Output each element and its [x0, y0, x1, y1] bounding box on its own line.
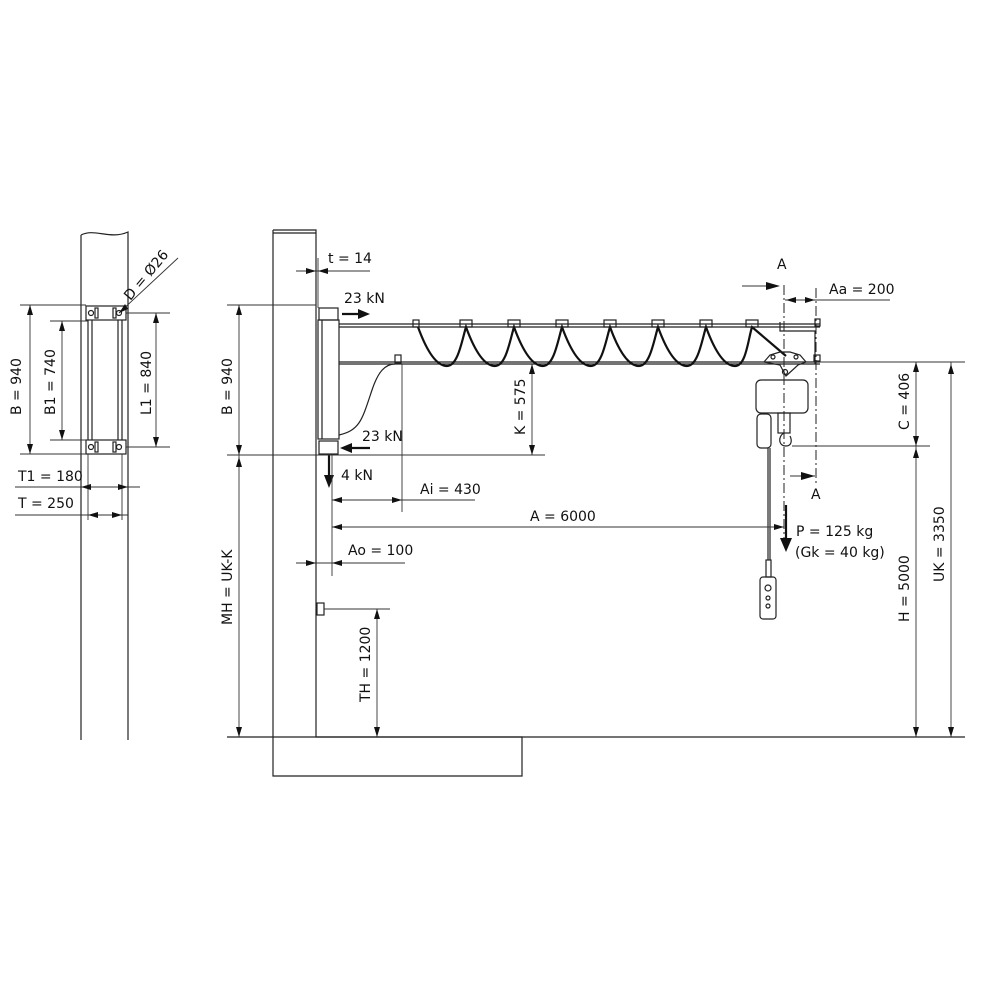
label-p: P = 125 kg: [796, 524, 874, 540]
label-section-bottom: A: [811, 487, 821, 503]
label-a: A = 6000: [530, 509, 596, 525]
label-force-bottom: 23 kN: [362, 429, 403, 445]
main-view: [227, 229, 965, 777]
label-t: T = 250: [18, 496, 74, 512]
label-c: C = 406: [897, 372, 913, 430]
label-force-top: 23 kN: [344, 291, 385, 307]
label-section-top: A: [777, 257, 787, 273]
label-mh: MH = UK-K: [220, 549, 236, 625]
label-uk: UK = 3350: [932, 506, 948, 582]
label-k: K = 575: [513, 378, 529, 435]
side-view-column: [15, 231, 179, 740]
label-h: H = 5000: [897, 555, 913, 622]
label-l1: L1 = 840: [139, 350, 155, 415]
label-gk: (Gk = 40 kg): [795, 545, 885, 561]
label-ao: Ao = 100: [348, 543, 414, 559]
label-aa: Aa = 200: [829, 282, 895, 298]
label-th: TH = 1200: [358, 626, 374, 702]
label-t1: T1 = 180: [18, 469, 83, 485]
label-b-side: B = 940: [9, 358, 25, 415]
label-t-thickness: t = 14: [328, 251, 372, 267]
label-force-down: 4 kN: [341, 468, 373, 484]
label-b1: B1 = 740: [43, 349, 59, 415]
label-b-main: B = 940: [220, 358, 236, 415]
label-ai: Ai = 430: [420, 482, 481, 498]
